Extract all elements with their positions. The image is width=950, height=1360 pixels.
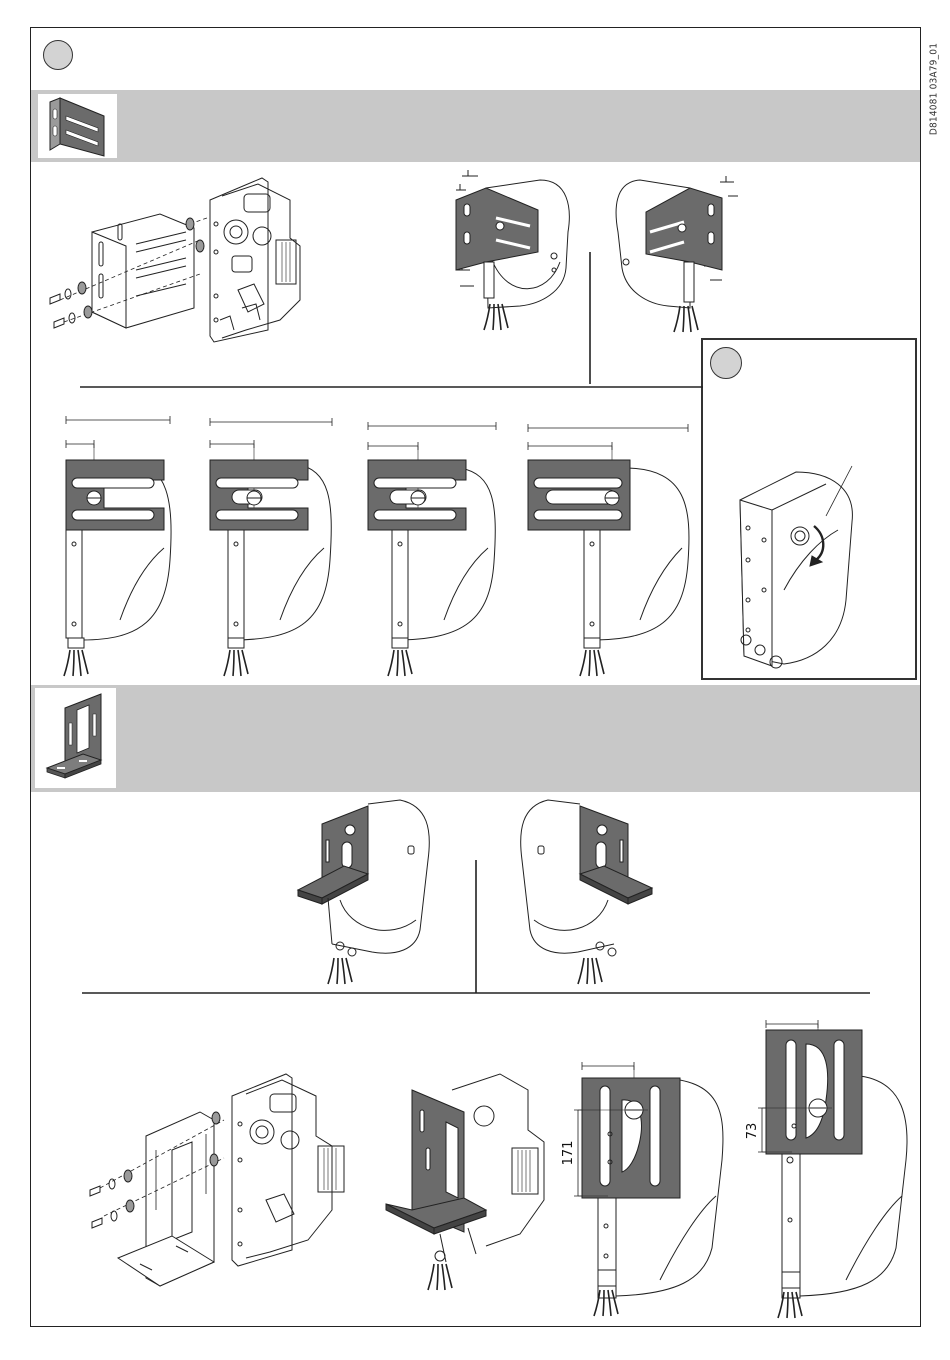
wall-mount-flat-left xyxy=(456,170,569,330)
exploded-view-angle-bracket xyxy=(90,1074,344,1286)
wall-mount-flat-right xyxy=(616,176,738,332)
bracket-position-4 xyxy=(528,424,689,676)
exploded-view-flat-bracket xyxy=(50,178,300,342)
bracket-position-3 xyxy=(368,422,496,676)
bracket-position-2 xyxy=(210,418,332,676)
dimension-label-73: 73 xyxy=(745,1123,760,1140)
detail-motor-release xyxy=(740,466,852,668)
dimension-view-73 xyxy=(758,1020,907,1318)
dimension-label-171: 171 xyxy=(561,1141,576,1166)
dimension-view-171 xyxy=(574,1062,723,1316)
bracket-position-1 xyxy=(64,416,171,676)
angle-mount-right xyxy=(521,800,652,984)
angle-mount-left xyxy=(298,800,429,984)
assembled-angle-bracket xyxy=(386,1074,544,1290)
